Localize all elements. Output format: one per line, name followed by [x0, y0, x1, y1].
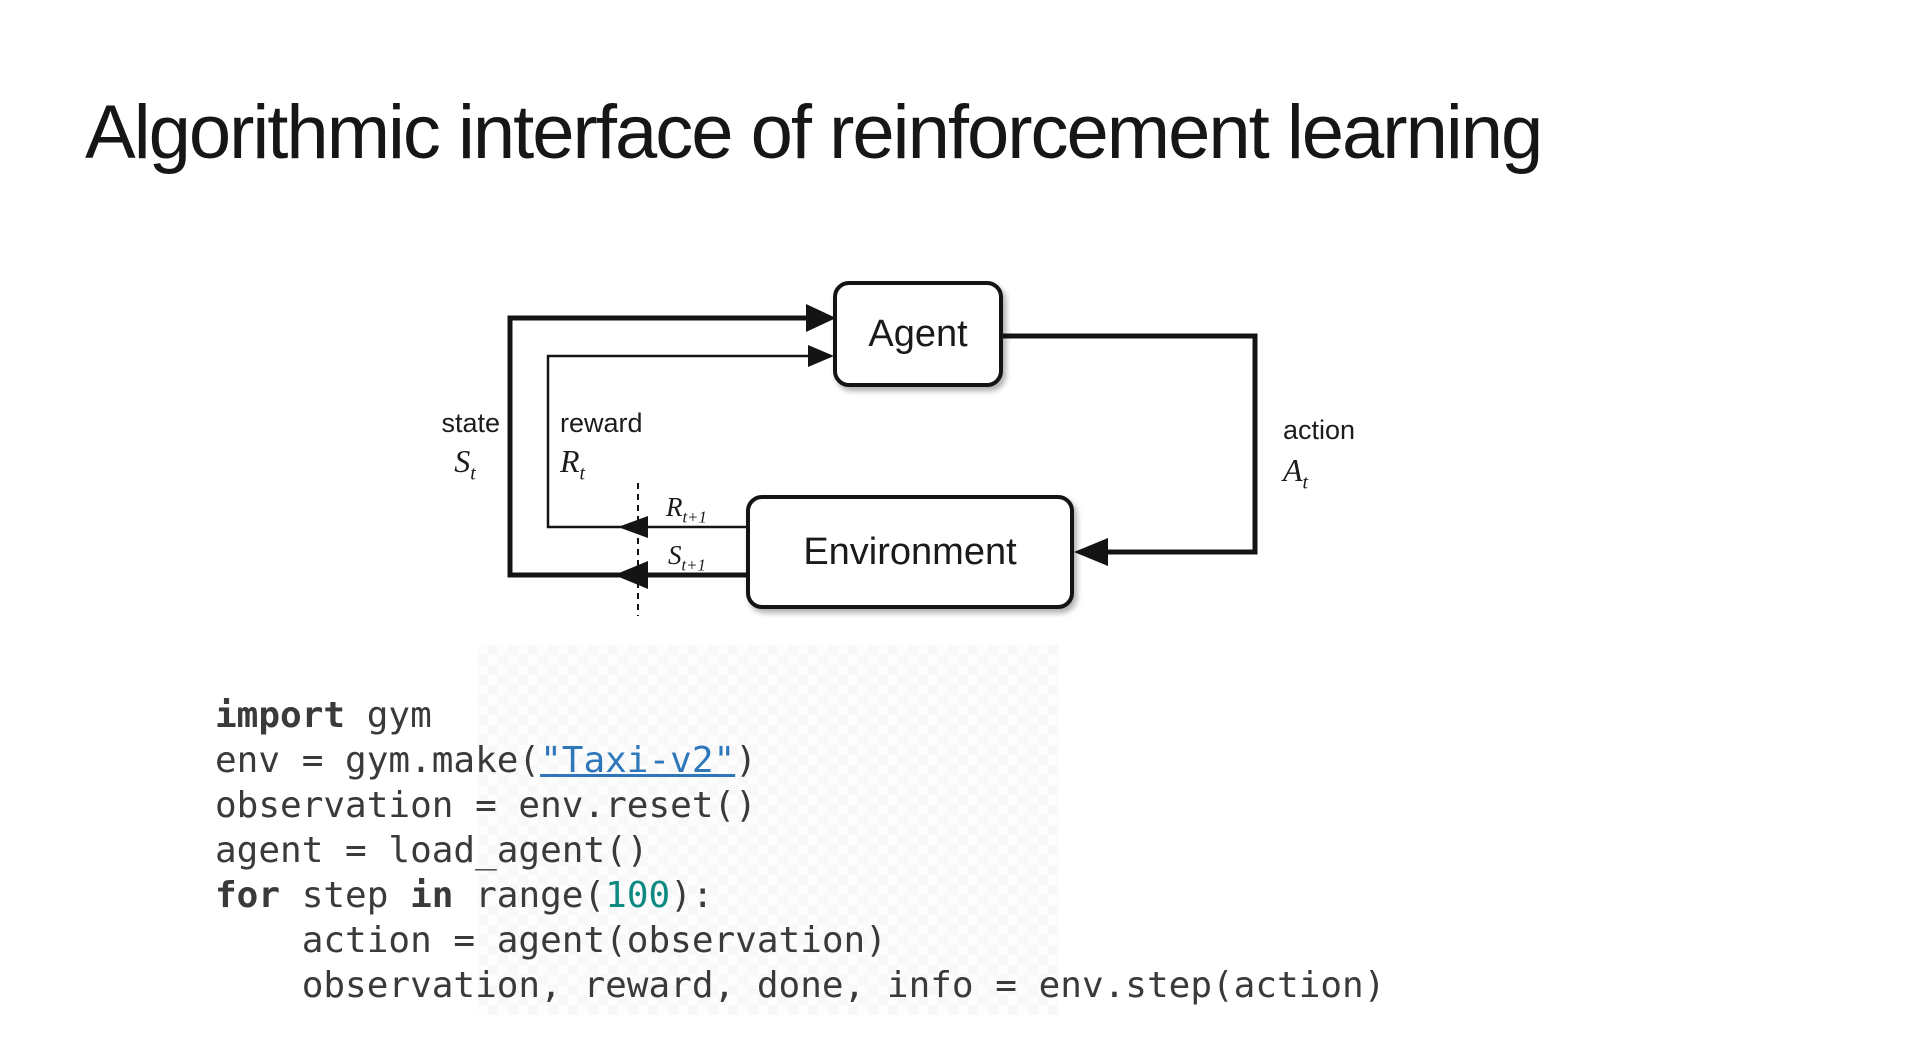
code-token: ):: [670, 875, 714, 916]
environment-box-label: Environment: [803, 530, 1017, 573]
code-line: observation = env.reset(): [215, 783, 1385, 828]
code-line: agent = load_agent(): [215, 828, 1385, 873]
next-reward-symbol: Rt+1: [666, 492, 707, 527]
state-symbol-sub: t: [470, 462, 476, 485]
reward-label: reward: [560, 408, 643, 438]
code-token: range(: [453, 875, 606, 916]
reward-symbol-base: R: [560, 443, 580, 479]
code-token: for: [215, 875, 281, 916]
pasted-image-artifact: [478, 645, 1058, 1015]
taxi-v2-link[interactable]: "Taxi-v2": [540, 740, 736, 781]
state-arrowhead-into-agent: [806, 304, 836, 332]
next-state-symbol: St+1: [668, 540, 706, 575]
code-line: env = gym.make("Taxi-v2"): [215, 738, 1385, 783]
code-token: env = gym.make(: [215, 740, 541, 781]
reward-symbol: Rt: [560, 443, 585, 485]
code-token: in: [410, 875, 454, 916]
next-reward-symbol-base: R: [666, 492, 683, 522]
action-label: action: [1283, 415, 1356, 445]
code-token: step: [280, 875, 411, 916]
code-token: ): [735, 740, 757, 781]
code-token: agent = load_agent(): [215, 830, 649, 871]
reward-symbol-sub: t: [579, 462, 586, 485]
next-state-symbol-sub: t+1: [681, 555, 706, 575]
code-token: 100: [605, 875, 671, 916]
next-reward-symbol-sub: t+1: [682, 507, 707, 527]
reward-arrowhead-into-agent: [808, 345, 834, 367]
code-token: action = agent(observation): [215, 920, 887, 961]
next-state-arrowhead: [614, 561, 648, 589]
state-symbol: St: [430, 443, 500, 485]
page-title: Algorithmic interface of reinforcement l…: [85, 89, 1543, 175]
code-line: action = agent(observation): [215, 918, 1385, 963]
code-line: import gym: [215, 693, 1385, 738]
code-line: for step in range(100):: [215, 873, 1385, 918]
action-arrowhead-into-environment: [1074, 538, 1108, 566]
code-token: import: [215, 695, 346, 736]
agent-box: Agent: [833, 281, 1003, 387]
action-symbol: At: [1283, 452, 1308, 494]
code-token: observation, reward, done, info = env.st…: [215, 965, 1386, 1006]
environment-box: Environment: [746, 495, 1074, 609]
code-token: observation = env.reset(): [215, 785, 757, 826]
code-token: gym: [345, 695, 432, 736]
next-reward-arrowhead: [618, 516, 648, 538]
code-line: observation, reward, done, info = env.st…: [215, 963, 1386, 1008]
state-label: state: [441, 408, 500, 438]
state-symbol-base: S: [454, 443, 471, 479]
action-symbol-sub: t: [1302, 471, 1309, 494]
action-symbol-base: A: [1283, 452, 1303, 488]
next-state-symbol-base: S: [668, 540, 682, 570]
action-line: [999, 333, 1258, 555]
agent-box-label: Agent: [868, 312, 968, 355]
